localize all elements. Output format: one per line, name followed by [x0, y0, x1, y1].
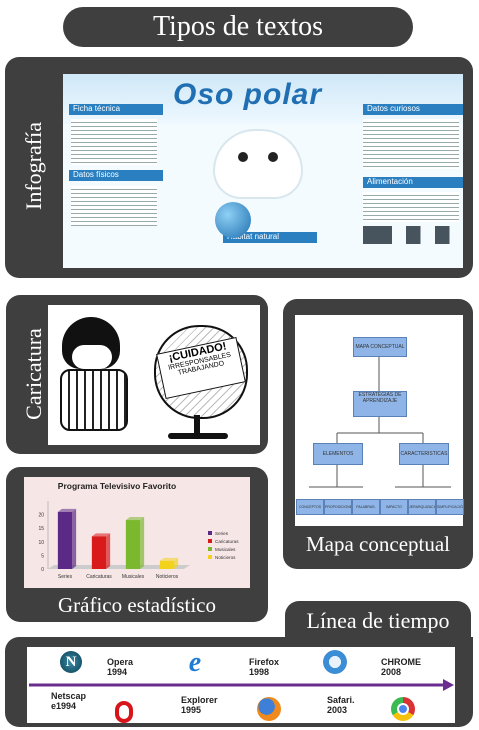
- map-leaf: SIMPLIFICACIÓN: [436, 499, 464, 515]
- map-leaf: IMPACTO VISUAL: [380, 499, 408, 515]
- x-tick-label: Caricaturas: [86, 574, 112, 580]
- netscape-icon: N: [60, 651, 82, 673]
- linea-panel: N Netscap e1994 Opera 1994 e Explorer 19…: [5, 637, 473, 727]
- bar: [57, 511, 73, 569]
- title-banner: Tipos de textos: [63, 7, 413, 47]
- text-block-right: [363, 119, 459, 169]
- legend-swatch: [208, 539, 212, 543]
- map-leaf: PROPOSICIONES: [324, 499, 352, 515]
- timeline-area: N Netscap e1994 Opera 1994 e Explorer 19…: [27, 647, 455, 723]
- legend-label: Series: [215, 531, 229, 536]
- bar: [125, 520, 141, 569]
- section-habitat-natural: Hábitat natural: [223, 232, 317, 243]
- map-node-elementos: ELEMENTOS: [313, 443, 363, 465]
- linea-label: Línea de tiempo: [306, 608, 450, 633]
- event-opera: Opera 1994: [107, 657, 134, 677]
- firefox-icon: [257, 697, 281, 721]
- legend-label: Noticieros: [215, 555, 236, 560]
- event-firefox: Firefox 1998: [249, 657, 280, 677]
- section-datos-fisicos: Datos físicos: [69, 170, 163, 181]
- map-node-root: MAPA CONCEPTUAL: [353, 337, 407, 357]
- poster-header: [63, 74, 463, 124]
- legend-label: Musicales: [215, 547, 236, 552]
- section-datos-curiosos: Datos curiosos: [363, 104, 463, 115]
- chart-floor: [48, 565, 190, 569]
- timeline-arrow: [29, 679, 454, 691]
- infografia-label: Infografía: [21, 122, 46, 210]
- event-chrome: CHROME 2008: [381, 657, 421, 677]
- opera-icon: [115, 701, 133, 723]
- event-explorer: Explorer 1995: [181, 695, 218, 715]
- y-tick-label: 5: [41, 553, 44, 559]
- grafico-label: Gráfico estadístico: [57, 593, 217, 617]
- chrome-icon: [391, 697, 415, 721]
- linea-tab: Línea de tiempo: [285, 601, 471, 641]
- legend-swatch: [208, 555, 212, 559]
- cartoon-image: ¡CUIDADO! IRRESPONSABLES TRABAJANDO: [48, 305, 260, 445]
- bar-side: [106, 533, 111, 569]
- chart-title: Programa Televisivo Favorito: [58, 481, 176, 491]
- x-tick-label: Series: [58, 574, 73, 580]
- map-leaf: PALABRAS-ENLACE: [352, 499, 380, 515]
- mapa-label: Mapa conceptual: [305, 532, 451, 556]
- bar: [91, 536, 107, 569]
- globe-illustration: [215, 202, 251, 238]
- text-block-right-2: [363, 192, 459, 222]
- concept-map: MAPA CONCEPTUAL ESTRATEGIAS DE APRENDIZA…: [295, 315, 464, 526]
- legend-swatch: [208, 547, 212, 551]
- section-ficha-tecnica: Ficha técnica: [69, 104, 163, 115]
- silhouettes: [363, 226, 459, 244]
- infografia-panel: Infografía Oso polar Ficha técnica Datos…: [5, 57, 473, 278]
- internet-explorer-icon: e: [188, 647, 202, 678]
- x-tick-label: Noticieros: [156, 574, 179, 580]
- bar-top: [91, 533, 111, 537]
- concept-map-lines: [309, 355, 451, 488]
- event-netscape: Netscap e1994: [51, 691, 87, 711]
- event-safari: Safari. 2003: [327, 695, 355, 715]
- polar-bear-illustration: [213, 129, 303, 199]
- poster-title: Oso polar: [173, 78, 323, 111]
- text-block-left-2: [71, 186, 157, 226]
- bar-side: [72, 508, 77, 569]
- bar-side: [174, 557, 179, 569]
- y-tick-label: 15: [38, 526, 44, 532]
- x-tick-label: Musicales: [122, 574, 145, 580]
- legend-label: Caricaturas: [215, 539, 239, 544]
- y-tick-label: 0: [41, 567, 44, 573]
- caricatura-label: Caricatura: [21, 328, 46, 420]
- map-leaf: CONCEPTOS: [296, 499, 324, 515]
- safari-icon: [323, 650, 347, 674]
- text-block-left: [71, 119, 157, 165]
- map-node-caracteristicas: CARACTERISTICAS: [399, 443, 449, 465]
- bar-top: [57, 508, 77, 512]
- infografia-poster: Oso polar Ficha técnica Datos curiosos D…: [63, 74, 463, 268]
- bar-side: [140, 517, 145, 569]
- bar-top: [159, 557, 179, 561]
- mapa-panel: MAPA CONCEPTUAL ESTRATEGIAS DE APRENDIZA…: [283, 299, 473, 569]
- bar-top: [125, 517, 145, 521]
- y-tick-label: 10: [38, 540, 44, 546]
- map-leaf: JERARQUIZACIÓN: [408, 499, 436, 515]
- bar-chart: Programa Televisivo Favorito 0 5 10 15 20Seri…: [38, 481, 239, 580]
- legend-swatch: [208, 531, 212, 535]
- map-node-level1: ESTRATEGIAS DE APRENDIZAJE: [353, 391, 407, 417]
- section-alimentacion: Alimentación: [363, 177, 463, 188]
- page-title: Tipos de textos: [152, 11, 324, 42]
- bar: [159, 560, 175, 569]
- y-tick-label: 20: [38, 513, 44, 519]
- caricatura-panel: Caricatura ¡CUIDADO! IRRESPONSABLES TRAB…: [6, 295, 268, 454]
